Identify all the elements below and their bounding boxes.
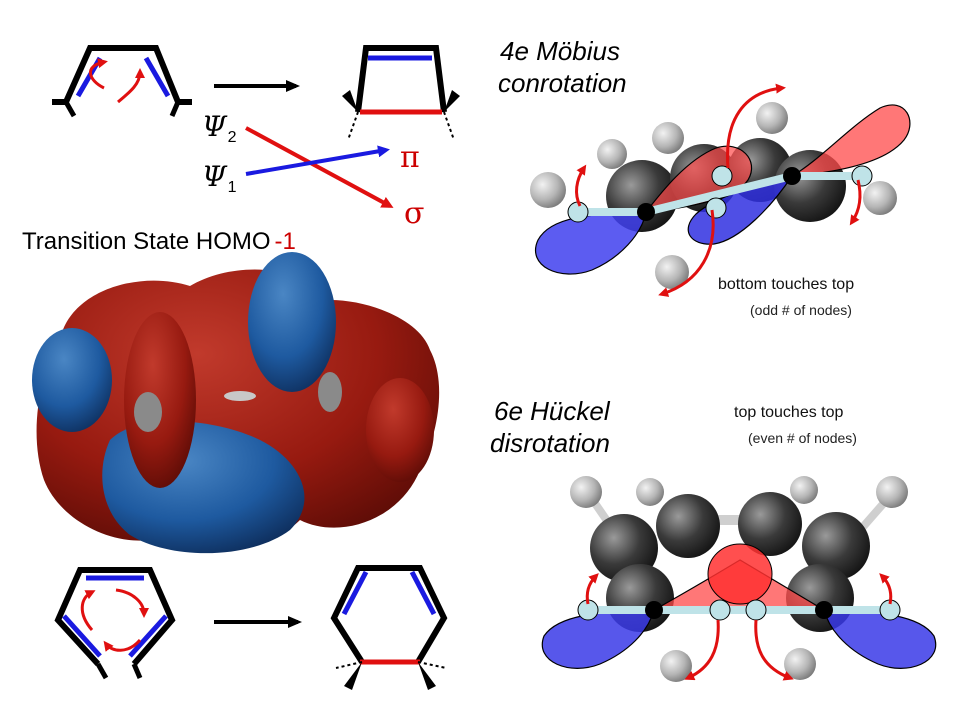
- hexatriene-reactant: [54, 567, 176, 680]
- transition-state-text: Transition State HOMO: [22, 228, 271, 255]
- huckel-note-line1: top touches top: [734, 404, 844, 421]
- mobius-molecule: [530, 83, 911, 297]
- psi2-label: Ψ2: [202, 110, 236, 147]
- transition-state-orbital: [32, 252, 440, 554]
- psi1-to-pi-line: [245, 145, 390, 176]
- cyclobutene-product: [342, 45, 460, 141]
- psi2-to-sigma-line: [245, 126, 394, 208]
- pi-label: π: [400, 140, 420, 175]
- transition-state-suffix: -1: [274, 228, 296, 255]
- huckel-title-line1: 6e Hückel: [494, 396, 610, 426]
- psi2-symbol: Ψ: [202, 110, 227, 143]
- mobius-note-line2: (odd # of nodes): [750, 302, 852, 318]
- huckel-title-line2: disrotation: [490, 428, 610, 458]
- psi2-subscript: 2: [227, 129, 237, 146]
- butadiene-reactant: [52, 45, 192, 118]
- cyclohexadiene-product: [330, 565, 448, 690]
- huckel-molecule: [541, 476, 937, 682]
- mobius-title-line1: 4e Möbius: [500, 36, 620, 66]
- psi1-subscript: 1: [227, 179, 237, 196]
- mobius-title-line2: conrotation: [498, 68, 627, 98]
- mobius-note-line1: bottom touches top: [718, 276, 855, 293]
- huckel-note-line2: (even # of nodes): [748, 430, 857, 446]
- psi1-label: Ψ1: [202, 160, 236, 197]
- sigma-label: σ: [404, 196, 425, 231]
- transition-state-label: Transition State HOMO-1: [22, 228, 296, 256]
- psi1-symbol: Ψ: [202, 160, 227, 193]
